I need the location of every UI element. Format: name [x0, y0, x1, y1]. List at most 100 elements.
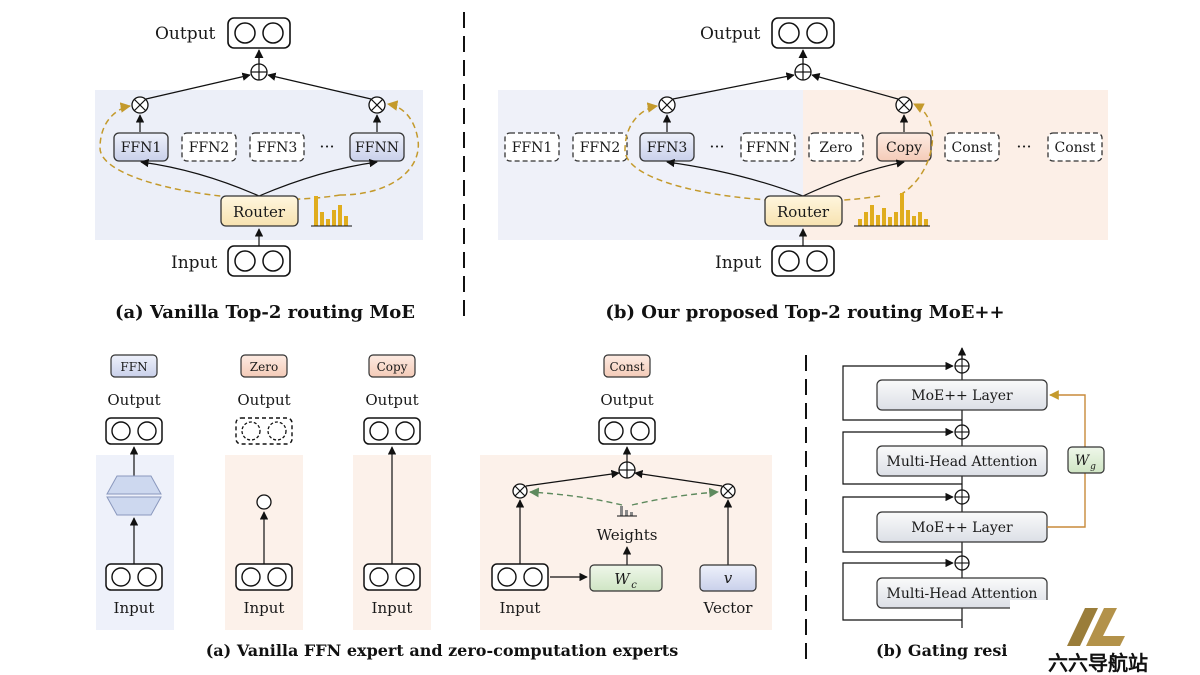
svg-text:Multi-Head Attention: Multi-Head Attention — [887, 454, 1038, 470]
output-token — [598, 417, 656, 445]
svg-text:Copy: Copy — [886, 140, 922, 156]
svg-text:FFN: FFN — [120, 360, 147, 374]
expert-const-2: Const — [1047, 132, 1103, 162]
svg-text:MoE++ Layer: MoE++ Layer — [911, 520, 1013, 536]
input-token — [363, 563, 421, 591]
svg-text:MoE++ Layer: MoE++ Layer — [911, 388, 1013, 404]
multiply-circle-2 — [895, 96, 913, 114]
wc-box: W c — [589, 564, 663, 592]
multiply-circle-2 — [720, 483, 736, 499]
weights-histogram — [617, 506, 637, 517]
output-label: Output — [600, 391, 653, 409]
svg-text:Zero: Zero — [250, 360, 278, 374]
weights-label: Weights — [597, 526, 658, 544]
const-expert-diagram: Const Output — [480, 354, 772, 630]
svg-text:FFN3: FFN3 — [647, 140, 688, 156]
input-token — [105, 563, 163, 591]
panel-vanilla-moe: Output FFN1 — [95, 17, 423, 323]
ellipsis: ··· — [1016, 137, 1031, 156]
svg-text:Router: Router — [777, 203, 830, 221]
ellipsis: ··· — [319, 137, 334, 156]
expert-copy: Copy — [876, 132, 932, 162]
svg-text:FFN1: FFN1 — [121, 140, 162, 156]
svg-text:FFNN: FFNN — [355, 140, 399, 156]
copy-expert-diagram: Copy Output Input — [353, 354, 431, 630]
ffn-expert-diagram: FFN Output Input — [96, 354, 174, 630]
expert-ffn1: FFN1 — [113, 132, 169, 162]
sum-circle — [618, 461, 636, 479]
svg-text:FFN3: FFN3 — [257, 140, 298, 156]
expert-ffn2: FFN2 — [181, 132, 237, 162]
output-label: Output — [107, 391, 160, 409]
input-label: Input — [171, 253, 217, 273]
svg-text:g: g — [1090, 462, 1096, 472]
panel-moe-plus-plus: Output FFN1 — [498, 17, 1108, 323]
input-token — [771, 245, 835, 277]
caption-vanilla-moe: (a) Vanilla Top-2 routing MoE — [115, 302, 415, 323]
input-label: Input — [244, 599, 285, 617]
expert-ffnn: FFNN — [740, 132, 796, 162]
attention-layer-2: Multi-Head Attention — [876, 577, 1048, 609]
ellipsis: ··· — [709, 137, 724, 156]
output-token — [771, 17, 835, 49]
wg-box: W g — [1067, 446, 1105, 474]
svg-text:FFN2: FFN2 — [580, 140, 621, 156]
multiply-circle-1 — [131, 96, 149, 114]
zero-tag — [240, 354, 288, 378]
moe-layer-1: MoE++ Layer — [876, 379, 1048, 411]
expert-ffn3: FFN3 — [639, 132, 695, 162]
ffn-tag — [110, 354, 158, 378]
caption-moe-plus-plus: (b) Our proposed Top-2 routing MoE++ — [605, 302, 1004, 323]
svg-text:Multi-Head Attention: Multi-Head Attention — [887, 586, 1038, 602]
svg-text:Const: Const — [609, 360, 644, 374]
expert-ffnn: FFNN — [349, 132, 405, 162]
output-label: Output — [365, 391, 418, 409]
attention-layer-1: Multi-Head Attention — [876, 445, 1048, 477]
output-label: Output — [155, 24, 216, 44]
caption-experts: (a) Vanilla FFN expert and zero-computat… — [206, 641, 679, 660]
sum-circle-4 — [954, 555, 970, 571]
router-box: Router — [764, 195, 843, 227]
svg-text:W: W — [1075, 453, 1091, 469]
router-histogram — [854, 193, 930, 227]
sum-circle-3 — [954, 489, 970, 505]
watermark-logo: 六六导航站 — [1048, 608, 1148, 675]
svg-text:Const: Const — [1055, 140, 1096, 156]
caption-gating: (b) Gating resi — [876, 641, 1007, 660]
panel-gating-residual: MoE++ Layer Multi-Head Attention MoE++ L… — [842, 347, 1105, 660]
sum-circle-1 — [954, 358, 970, 374]
panel-background-ffn — [498, 90, 803, 240]
output-token-dashed — [235, 417, 293, 445]
svg-text:FFN2: FFN2 — [189, 140, 230, 156]
panel-background-zero — [803, 90, 1108, 240]
expert-ffn2: FFN2 — [572, 132, 628, 162]
zero-expert-diagram: Zero Output Input — [225, 354, 303, 630]
multiply-circle-2 — [368, 96, 386, 114]
sum-circle — [794, 63, 812, 81]
input-label: Input — [500, 599, 541, 617]
input-label: Input — [372, 599, 413, 617]
input-token — [227, 245, 291, 277]
svg-text:Router: Router — [233, 203, 286, 221]
watermark-text: 六六导航站 — [1048, 651, 1148, 675]
sum-circle-2 — [954, 424, 970, 440]
multiply-circle-1 — [512, 483, 528, 499]
output-token — [105, 417, 163, 445]
output-label: Output — [237, 391, 290, 409]
zero-node — [256, 494, 272, 510]
input-token — [491, 563, 549, 591]
panel-experts: FFN Output Input Zero — [96, 354, 772, 660]
svg-text:Const: Const — [952, 140, 993, 156]
moe-layer-2: MoE++ Layer — [876, 511, 1048, 543]
sum-circle — [250, 63, 268, 81]
svg-text:Zero: Zero — [819, 140, 852, 156]
multiply-circle-1 — [658, 96, 676, 114]
svg-text:FFNN: FFNN — [746, 140, 790, 156]
svg-text:v: v — [724, 569, 733, 587]
const-tag — [603, 354, 651, 378]
input-token — [235, 563, 293, 591]
svg-text:FFN1: FFN1 — [512, 140, 553, 156]
expert-const-1: Const — [944, 132, 1000, 162]
input-label: Input — [715, 253, 761, 273]
